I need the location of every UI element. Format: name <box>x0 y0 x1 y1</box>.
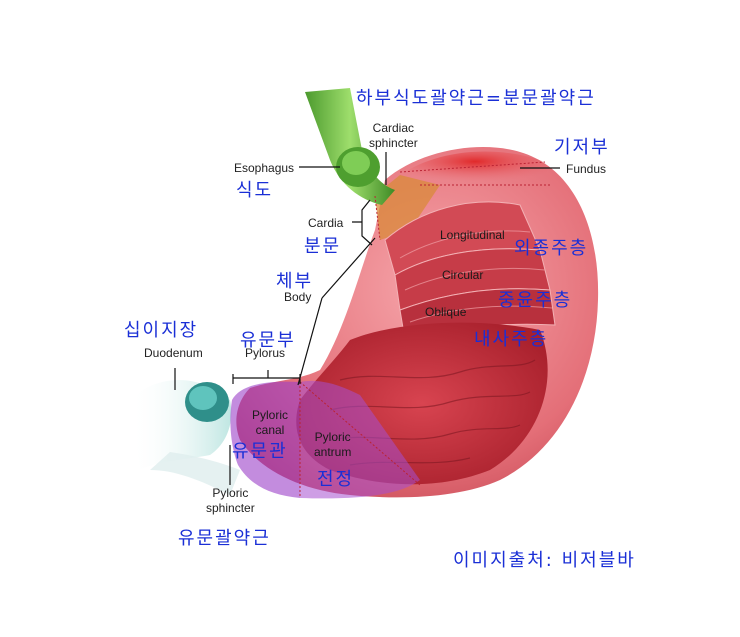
source-credit: 이미지출처: 비저블바 <box>453 550 636 571</box>
body-label-en: Body <box>284 290 312 304</box>
cardiac-sphincter-label: Cardiac sphincter <box>369 121 418 150</box>
leader-lines <box>174 152 560 485</box>
pyloric-antrum-label-ko: 전정 <box>317 469 355 490</box>
cardia-label-en: Cardia <box>308 216 344 230</box>
duodenum-label-ko: 십이지장 <box>124 320 199 341</box>
pyloric-canal-label-ko: 유문관 <box>232 441 288 462</box>
fundus-label-en: Fundus <box>566 162 607 176</box>
pyloric-canal-region <box>230 381 300 498</box>
esophagus-label-en: Esophagus <box>234 161 295 175</box>
oblique-label-ko: 내사주층 <box>474 329 549 350</box>
pylorus-label-en: Pylorus <box>245 346 286 360</box>
pyloric-canal-label-en: Pyloric canal <box>252 408 289 437</box>
duodenum-lower-loop <box>150 452 240 495</box>
esophagus-label-ko: 식도 <box>236 180 274 201</box>
duodenum-label-en: Duodenum <box>144 346 203 360</box>
circular-label-ko: 중윤주층 <box>498 290 573 311</box>
longitudinal-label-en: Longitudinal <box>440 228 505 242</box>
oblique-label-en: Oblique <box>425 305 467 319</box>
pyloric-sphincter-label-en: Pyloric sphincter <box>206 486 255 515</box>
fundus-region <box>400 151 550 185</box>
pyloric-antrum-label-en: Pyloric antrum <box>314 430 352 459</box>
region-dashed-outlines <box>299 161 550 498</box>
longitudinal-label-ko: 외종주층 <box>514 238 589 259</box>
fundus-label-ko: 기저부 <box>554 137 610 158</box>
circular-label-en: Circular <box>442 268 484 282</box>
cardia-label-ko: 분문 <box>304 236 342 257</box>
pyloric-antrum-region <box>300 380 420 499</box>
pylorus-label-ko: 유문부 <box>240 330 296 351</box>
muscle-fibers <box>399 230 553 323</box>
body-label-ko: 체부 <box>276 271 314 292</box>
pyloric-sphincter-label-ko: 유문괄약근 <box>178 528 271 549</box>
title-korean: 하부식도괄약근=분문괄약근 <box>356 88 596 109</box>
